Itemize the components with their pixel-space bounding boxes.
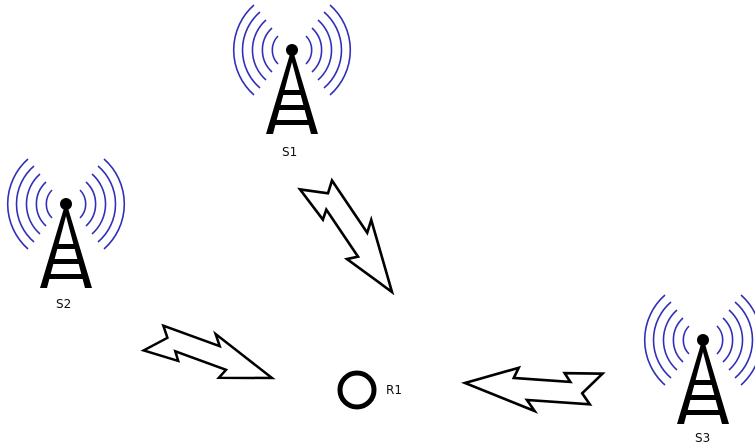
lightning-arrow-icon bbox=[142, 311, 281, 397]
tower-s2: S2 bbox=[6, 158, 126, 311]
tower-label-s2: S2 bbox=[56, 297, 71, 311]
tower-label-s1: S1 bbox=[282, 145, 297, 159]
lightning-arrow-icon bbox=[298, 164, 413, 304]
arrow-s2-to-r1 bbox=[142, 311, 281, 397]
arrow-s1-to-r1 bbox=[298, 164, 413, 304]
receiver-circle-icon bbox=[337, 370, 377, 410]
lightning-arrow-icon bbox=[462, 362, 604, 417]
arrow-s3-to-r1 bbox=[462, 362, 604, 417]
tower-label-s3: S3 bbox=[695, 431, 710, 445]
receiver-r1: R1 bbox=[337, 370, 402, 410]
tower-s3: S3 bbox=[643, 294, 755, 445]
tower-s1: S1 bbox=[232, 4, 352, 159]
receiver-label: R1 bbox=[386, 383, 402, 397]
